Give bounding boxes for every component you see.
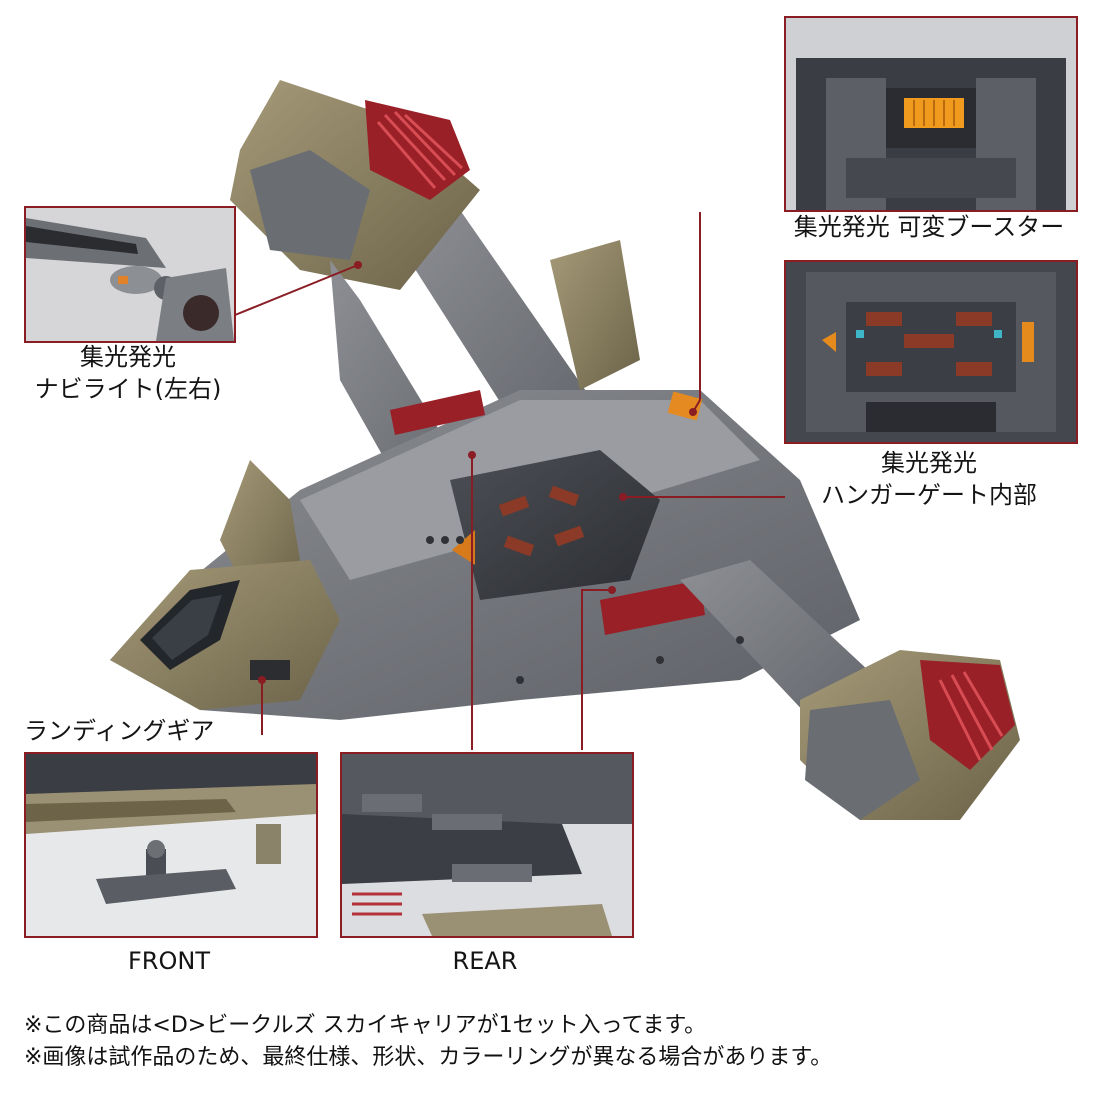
callout-hangar-line1: 集光発光 bbox=[881, 449, 977, 477]
inset-navi-light bbox=[24, 206, 236, 343]
note-prototype: ※画像は試作品のため、最終仕様、形状、カラーリングが異なる場合があります。 bbox=[24, 1044, 833, 1070]
sky-carrier-main-photo bbox=[110, 80, 1020, 820]
callout-hangar-label: 集光発光 ハンガーゲート内部 bbox=[784, 448, 1074, 511]
callout-navi-light-label: 集光発光 ナビライト(左右) bbox=[24, 342, 232, 405]
note-contents: ※この商品は<D>ビークルズ スカイキャリアが1セット入ってます。 bbox=[24, 1013, 707, 1038]
caption-front: FRONT bbox=[128, 947, 210, 975]
disclaimer-notes: ※この商品は<D>ビークルズ スカイキャリアが1セット入ってます。 ※画像は試作… bbox=[24, 1010, 832, 1074]
callout-landing-gear-label: ランディングギア bbox=[24, 717, 215, 745]
callout-navi-light-line1: 集光発光 bbox=[80, 343, 176, 371]
inset-variable-booster bbox=[784, 16, 1078, 212]
callout-booster-label: 集光発光 可変ブースター bbox=[793, 213, 1065, 241]
caption-rear: REAR bbox=[452, 947, 518, 975]
inset-hangar-gate bbox=[784, 260, 1078, 444]
inset-landing-gear-front bbox=[24, 752, 318, 938]
callout-hangar-line2: ハンガーゲート内部 bbox=[821, 480, 1037, 509]
inset-landing-gear-rear bbox=[340, 752, 634, 938]
callout-navi-light-line2: ナビライト(左右) bbox=[34, 374, 222, 403]
